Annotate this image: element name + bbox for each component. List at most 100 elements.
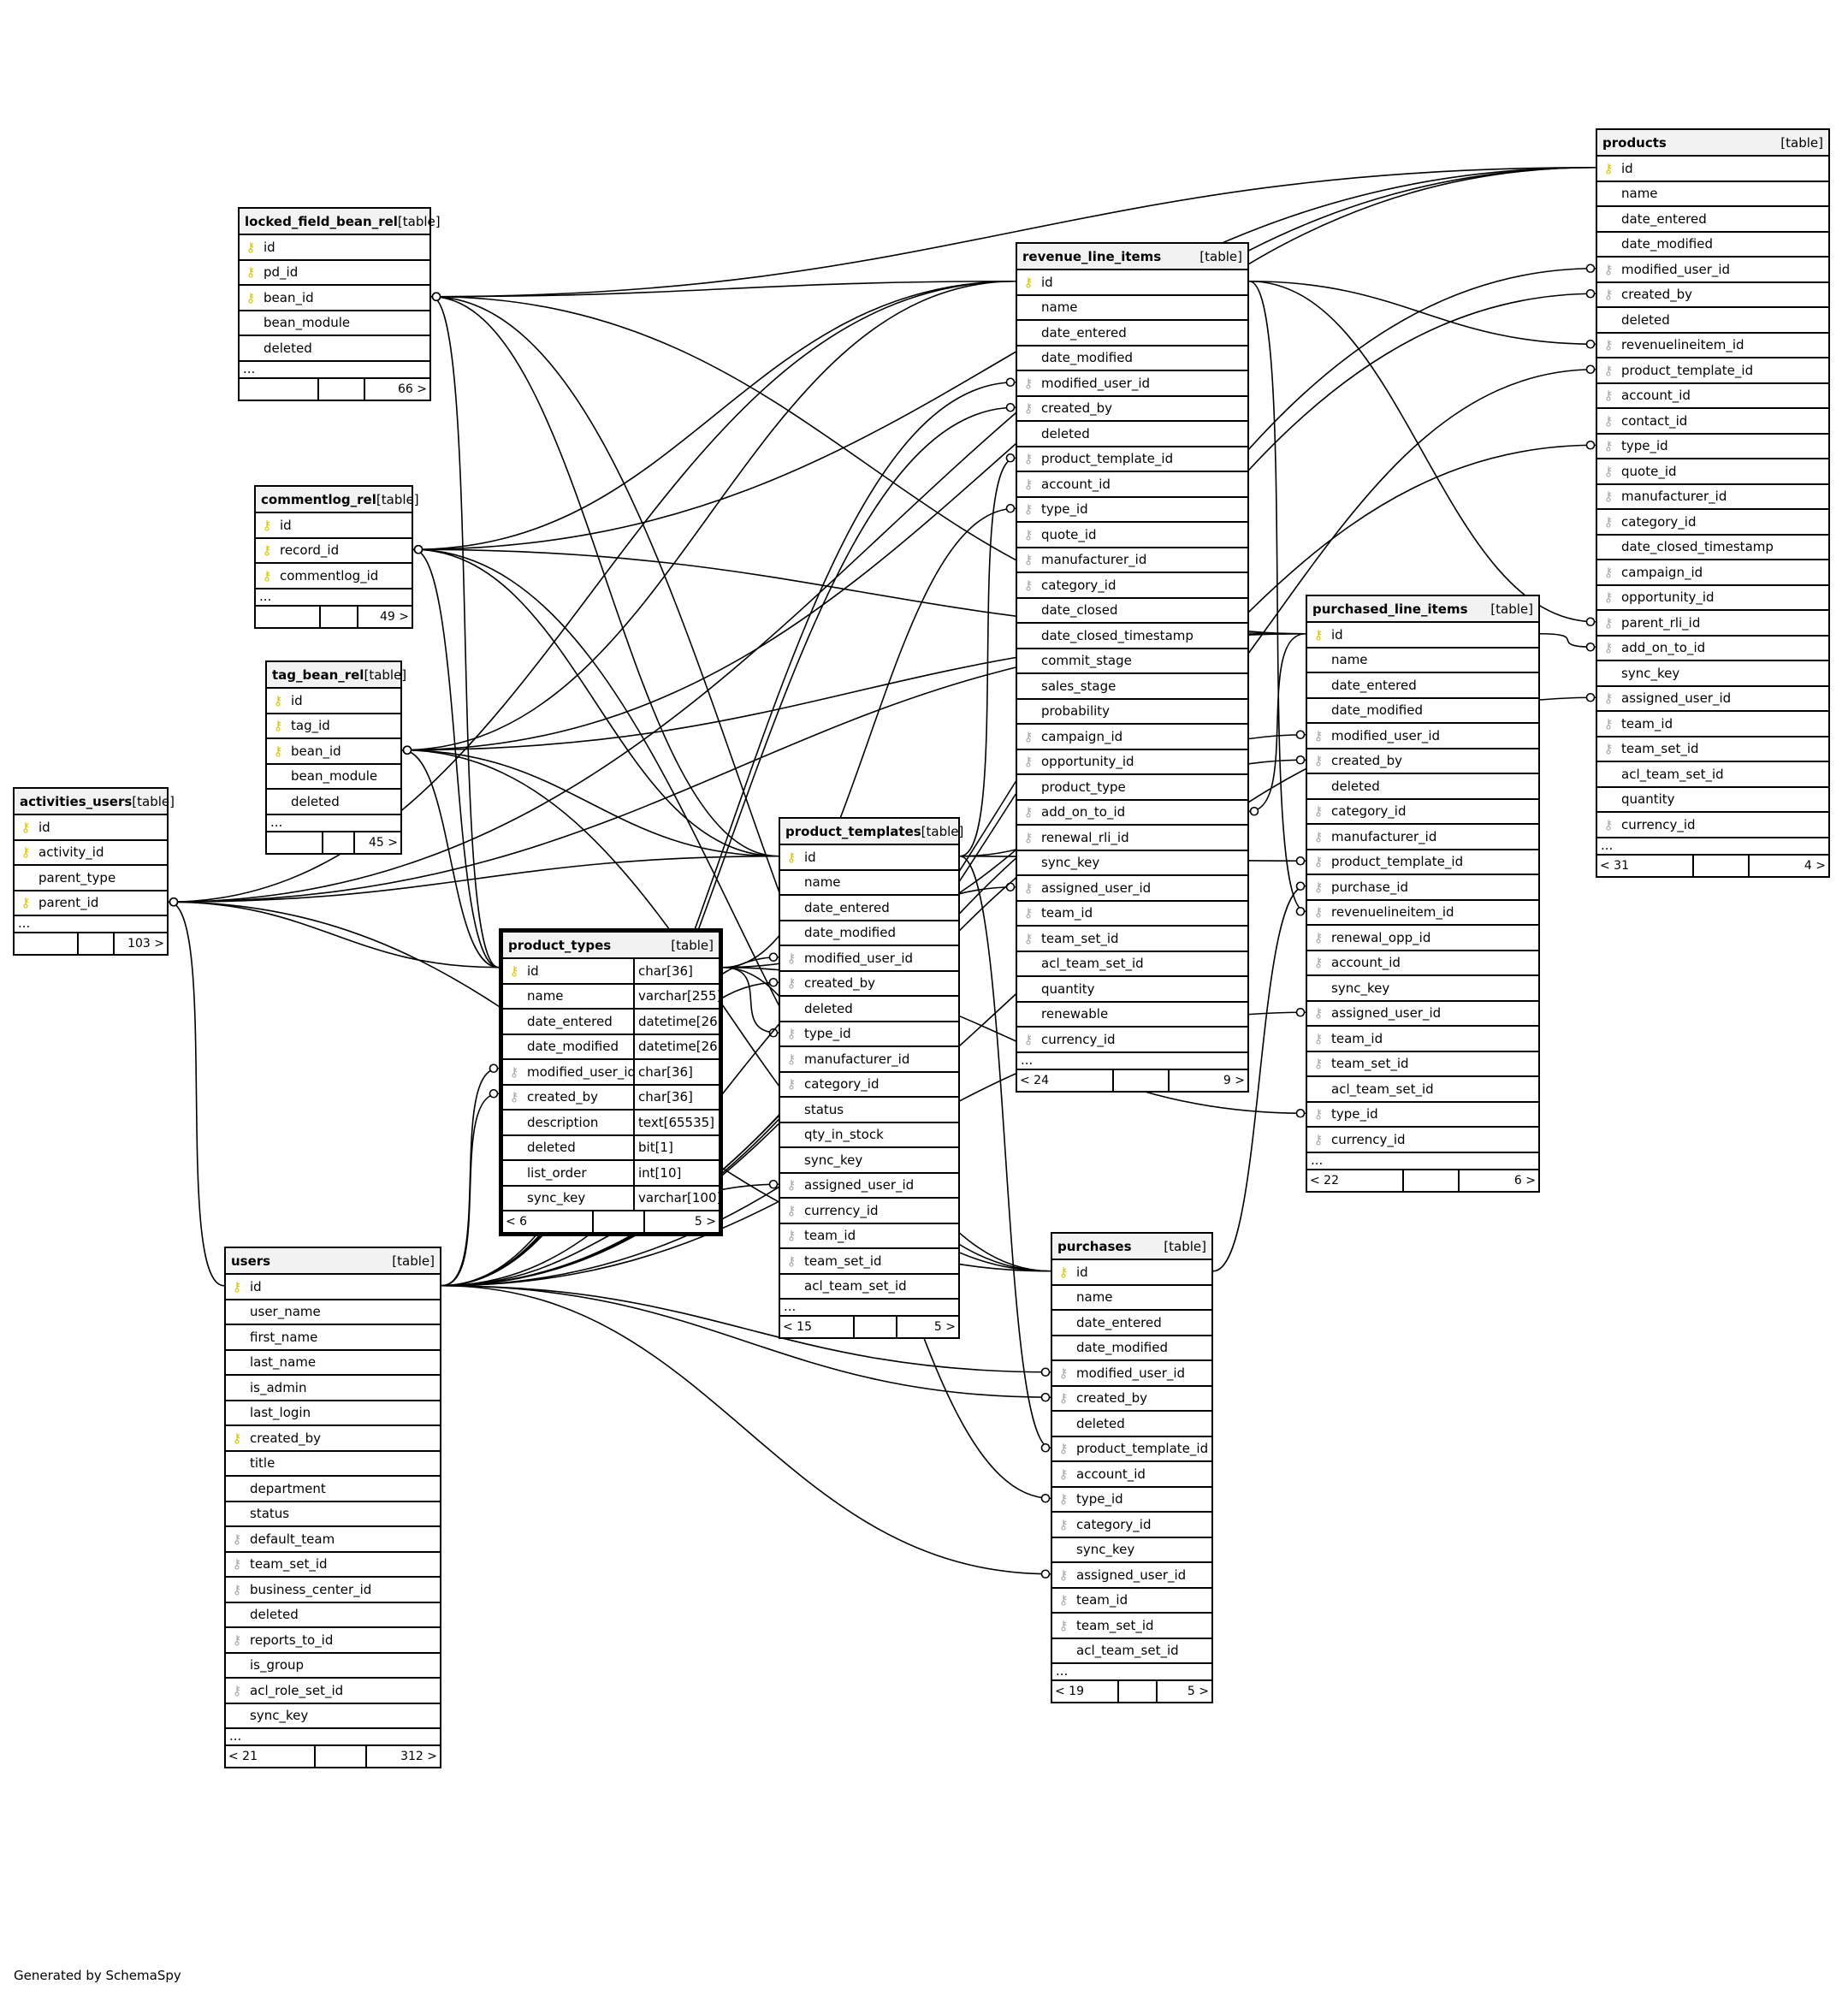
column-row[interactable]: ⚷renewal_rli_id <box>1017 826 1247 851</box>
table-name[interactable]: products <box>1602 134 1667 151</box>
column-row[interactable]: ⚷purchase_id <box>1307 875 1538 901</box>
table-name[interactable]: tag_bean_rel <box>272 666 364 683</box>
column-row[interactable]: date_entered <box>1017 321 1247 346</box>
column-row[interactable]: deleted <box>240 336 429 362</box>
relationship-edge[interactable] <box>1248 280 1596 623</box>
column-row[interactable]: ⚷record_id <box>256 539 412 564</box>
column-row[interactable]: ⚷currency_id <box>780 1199 958 1224</box>
column-row[interactable]: ⚷commentlog_id <box>256 564 412 589</box>
column-row[interactable]: acl_team_set_id <box>1597 762 1828 788</box>
column-row[interactable]: deleted <box>1307 774 1538 800</box>
table-header[interactable]: product_templates[table] <box>780 819 963 845</box>
parents-count[interactable] <box>256 606 322 627</box>
table-header[interactable]: activities_users[table] <box>15 789 175 815</box>
column-row[interactable]: commit_stage <box>1017 649 1247 674</box>
relationship-edge[interactable] <box>441 1284 1051 1373</box>
column-row[interactable]: ⚷manufacturer_id <box>1017 548 1247 573</box>
column-row[interactable]: ⚷reports_to_id <box>226 1628 440 1654</box>
table-header[interactable]: commentlog_rel[table] <box>256 487 419 513</box>
column-row[interactable]: ⚷tag_id <box>267 714 400 739</box>
column-row[interactable]: date_closed_timestamp <box>1597 536 1828 560</box>
column-row[interactable]: ⚷type_id <box>1052 1488 1211 1513</box>
column-row[interactable]: ⚷manufacturer_id <box>1307 825 1538 850</box>
relationship-edge[interactable] <box>168 855 779 903</box>
column-row[interactable]: ⚷team_set_id <box>226 1553 440 1578</box>
column-row[interactable]: ⚷account_id <box>1307 951 1538 976</box>
column-row[interactable]: ⚷id <box>780 845 958 871</box>
relationship-edge[interactable] <box>722 507 1016 968</box>
column-row[interactable]: date_modified <box>1017 346 1247 371</box>
column-row[interactable]: ⚷created_by <box>1597 283 1828 308</box>
table-header[interactable]: users[table] <box>226 1248 440 1275</box>
relationship-edge[interactable] <box>412 166 1596 551</box>
column-row[interactable]: parent_type <box>15 866 167 891</box>
column-row[interactable]: ⚷created_by <box>1017 397 1247 422</box>
column-row[interactable]: ⚷product_template_id <box>1307 850 1538 875</box>
children-count[interactable]: 4 > <box>1804 858 1826 873</box>
column-row[interactable]: ⚷account_id <box>1597 384 1828 409</box>
parents-count[interactable]: < 22 <box>1307 1170 1405 1191</box>
relationship-edge[interactable] <box>1248 632 1306 813</box>
relationship-edge[interactable] <box>168 901 500 968</box>
table-name[interactable]: purchased_line_items <box>1312 601 1468 617</box>
relationship-edge[interactable] <box>1212 885 1306 1272</box>
children-count[interactable]: 6 > <box>1513 1173 1536 1188</box>
table-header[interactable]: purchased_line_items[table] <box>1307 596 1538 623</box>
column-row[interactable]: sync_key <box>1597 661 1828 687</box>
table-name[interactable]: purchases <box>1057 1238 1132 1254</box>
column-row[interactable]: ⚷manufacturer_id <box>780 1047 958 1073</box>
column-row[interactable]: ⚷default_team <box>226 1527 440 1553</box>
parents-count[interactable]: < 24 <box>1017 1069 1114 1091</box>
column-row[interactable]: ⚷created_by <box>1052 1387 1211 1412</box>
relationship-edge[interactable] <box>959 457 1016 857</box>
relationship-edge[interactable] <box>430 280 1016 298</box>
column-row[interactable]: user_name <box>226 1300 440 1325</box>
table-name[interactable]: product_templates <box>785 823 921 839</box>
column-row[interactable]: ⚷quote_id <box>1597 459 1828 485</box>
children-count[interactable]: 312 > <box>400 1750 437 1763</box>
column-row[interactable]: ⚷modified_user_id <box>1052 1361 1211 1387</box>
column-row[interactable]: ⚷id <box>1017 270 1247 296</box>
column-row[interactable]: ⚷type_id <box>780 1022 958 1047</box>
column-row[interactable]: last_login <box>226 1401 440 1426</box>
table-header[interactable]: purchases[table] <box>1052 1234 1211 1260</box>
column-row[interactable]: ⚷category_id <box>1597 510 1828 536</box>
parents-count[interactable]: < 19 <box>1052 1681 1120 1702</box>
relationship-edge[interactable] <box>441 1284 1051 1399</box>
children-count[interactable]: 5 > <box>933 1320 956 1334</box>
relationship-edge[interactable] <box>441 1093 500 1287</box>
column-row[interactable]: ⚷opportunity_id <box>1017 750 1247 775</box>
column-row[interactable]: date_entered <box>1052 1311 1211 1336</box>
table-name[interactable]: commentlog_rel <box>261 491 376 507</box>
column-row[interactable]: name <box>1052 1286 1211 1311</box>
column-row[interactable]: sync_key <box>780 1148 958 1174</box>
relationship-edge[interactable] <box>959 855 1051 1449</box>
column-row[interactable]: ⚷assigned_user_id <box>1017 876 1247 902</box>
relationship-edge[interactable] <box>401 166 1596 751</box>
column-row[interactable]: acl_team_set_id <box>1307 1077 1538 1103</box>
column-row[interactable]: ⚷add_on_to_id <box>1017 801 1247 826</box>
relationship-edge[interactable] <box>1248 280 1596 346</box>
column-row[interactable]: ⚷add_on_to_id <box>1597 637 1828 661</box>
children-count[interactable]: 5 > <box>694 1215 716 1229</box>
column-row[interactable]: ⚷pd_id <box>240 261 429 286</box>
children-count[interactable]: 66 > <box>397 382 427 396</box>
column-row[interactable]: ⚷id <box>240 235 429 261</box>
column-row[interactable]: ⚷acl_role_set_id <box>226 1679 440 1704</box>
column-row[interactable]: ⚷created_by <box>1307 749 1538 774</box>
column-row[interactable]: ⚷modified_user_id <box>780 946 958 972</box>
column-row[interactable]: ⚷product_template_id <box>1017 447 1247 472</box>
column-row[interactable]: ⚷activity_id <box>15 841 167 866</box>
relationship-edge[interactable] <box>1248 280 1306 913</box>
relationship-edge[interactable] <box>401 280 1016 751</box>
column-row[interactable]: ⚷business_center_id <box>226 1578 440 1603</box>
column-row[interactable]: ⚷id <box>1597 157 1828 182</box>
children-count[interactable]: 103 > <box>127 937 164 951</box>
column-row[interactable]: ⚷team_set_id <box>1307 1052 1538 1077</box>
column-row[interactable]: ⚷modified_user_id <box>1597 258 1828 283</box>
